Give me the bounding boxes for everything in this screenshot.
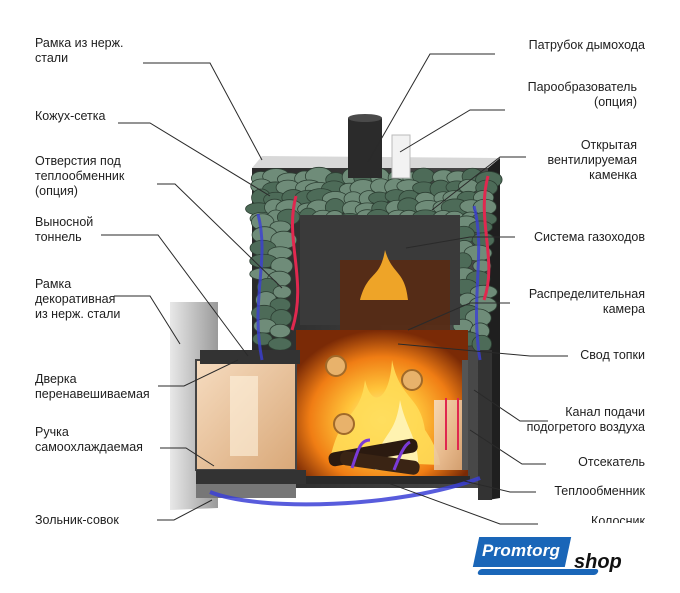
stone <box>268 337 292 351</box>
label-firebox-vault: Свод топки <box>580 348 645 362</box>
label-grate: Колосник <box>591 514 645 523</box>
remote-tunnel <box>170 302 306 510</box>
logo-text-shop: shop <box>574 551 622 573</box>
leader-lines <box>101 53 568 525</box>
label-open-heater: Открытая вентилируемая каменка <box>547 138 637 182</box>
label-distribution-chamber: Распределительная камера <box>528 287 645 316</box>
promtorg-shop-logo: Promtorg shop <box>472 535 626 583</box>
logo-text-promtorg: Promtorg <box>482 541 561 560</box>
label-ash-pan: Зольник-совок <box>35 513 119 527</box>
label-door: Дверка перенавешиваемая <box>35 372 150 401</box>
label-handle: Ручка самоохлаждаемая <box>35 425 143 454</box>
label-steam-generator: Парообразователь (опция) <box>527 80 637 109</box>
label-heat-exchanger: Теплообменник <box>554 484 645 498</box>
heat-exchanger-pipes <box>462 350 492 500</box>
air-flow-lines <box>209 205 482 507</box>
chimney <box>348 114 411 179</box>
hot-flow-lines <box>290 175 491 471</box>
label-mesh-casing: Кожух-сетка <box>35 109 106 123</box>
label-remote-tunnel: Выносной тоннель <box>35 215 94 244</box>
label-preheated-air-channel: Канал подачи подогретого воздуха <box>526 405 645 434</box>
stone <box>269 323 291 339</box>
firebox <box>296 250 468 480</box>
logo-swoosh <box>476 569 600 575</box>
label-chimney-pipe: Патрубок дымохода <box>528 38 645 52</box>
label-frame-stainless: Рамка из нерж. стали <box>35 36 124 65</box>
label-cutoff: Отсекатель <box>578 455 645 469</box>
label-flue-system: Система газоходов <box>534 230 645 244</box>
label-decor-frame: Рамка декоративная из нерж. стали <box>35 277 121 321</box>
firewood <box>300 438 470 484</box>
label-heat-exchanger-holes: Отверстия под теплообменник (опция) <box>35 154 125 198</box>
